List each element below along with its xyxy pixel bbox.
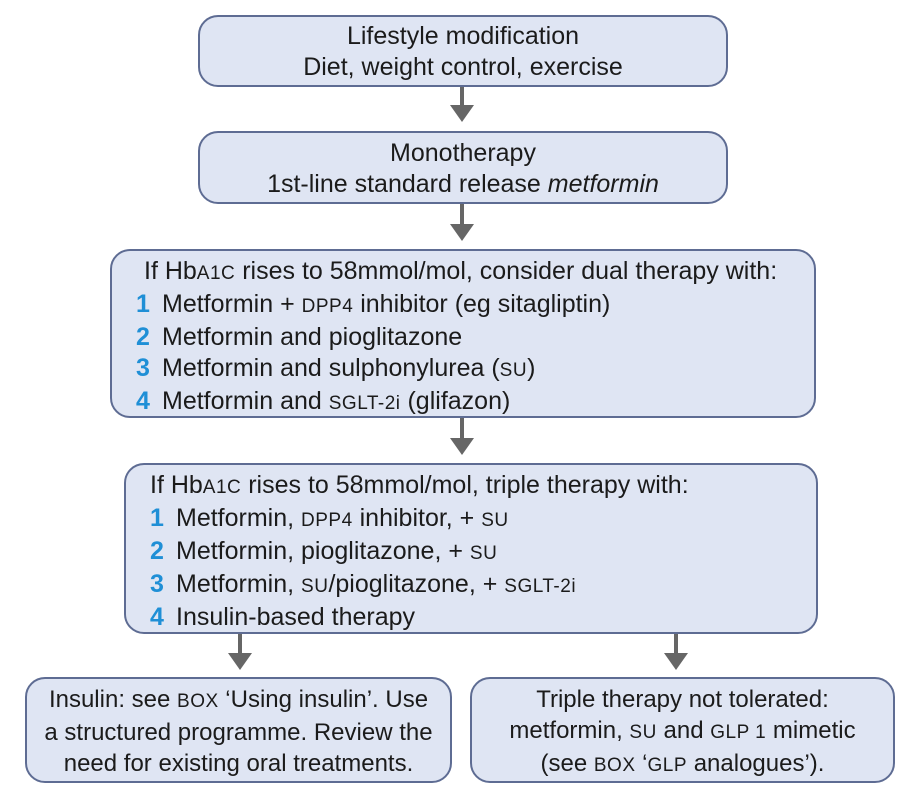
insulin-line-2: a structured programme. Review the bbox=[44, 719, 433, 746]
option-number: 4 bbox=[136, 387, 150, 415]
not-tolerated-line-1: Triple therapy not tolerated: bbox=[536, 686, 829, 713]
arrow-dual-to-triple bbox=[450, 418, 474, 455]
insulin-line-3: need for existing oral treatments. bbox=[63, 750, 414, 777]
option-number: 1 bbox=[150, 504, 164, 532]
triple-therapy-box: If HbA1C rises to 58mmol/mol, triple the… bbox=[124, 463, 818, 634]
monotherapy-box: Monotherapy 1st-line standard release me… bbox=[198, 131, 728, 204]
triple-heading: If HbA1C rises to 58mmol/mol, triple the… bbox=[150, 471, 689, 499]
arrow-triple-to-insulin bbox=[228, 634, 252, 670]
not-tolerated-line-2: metformin, SU and GLP 1 mimetic bbox=[509, 717, 856, 744]
insulin-line-1: Insulin: see BOX ‘Using insulin’. Use bbox=[48, 686, 429, 713]
arrow-monotherapy-to-dual bbox=[450, 204, 474, 241]
monotherapy-subtitle: 1st-line standard release metformin bbox=[267, 170, 659, 198]
option-number: 3 bbox=[136, 354, 150, 382]
monotherapy-title: Monotherapy bbox=[390, 139, 536, 167]
arrow-lifestyle-to-monotherapy bbox=[450, 87, 474, 122]
option-number: 2 bbox=[136, 323, 150, 351]
option-number: 3 bbox=[150, 570, 164, 598]
insulin-box: Insulin: see BOX ‘Using insulin’. Use a … bbox=[25, 677, 452, 783]
option-number: 2 bbox=[150, 537, 164, 565]
metformin-drug: metformin bbox=[547, 170, 659, 198]
dual-therapy-box: If HbA1C rises to 58mmol/mol, consider d… bbox=[110, 249, 816, 418]
option-number: 1 bbox=[136, 290, 150, 318]
lifestyle-subtitle: Diet, weight control, exercise bbox=[303, 53, 623, 81]
lifestyle-modification-box: Lifestyle modification Diet, weight cont… bbox=[198, 15, 728, 87]
not-tolerated-line-3: (see BOX ‘GLP analogues’). bbox=[540, 750, 825, 777]
lifestyle-title: Lifestyle modification bbox=[346, 22, 580, 50]
option-number: 4 bbox=[150, 603, 164, 631]
not-tolerated-box: Triple therapy not tolerated: metformin,… bbox=[470, 677, 895, 783]
dual-heading: If HbA1C rises to 58mmol/mol, consider d… bbox=[144, 257, 778, 285]
arrow-triple-to-not-tolerated bbox=[664, 634, 688, 670]
